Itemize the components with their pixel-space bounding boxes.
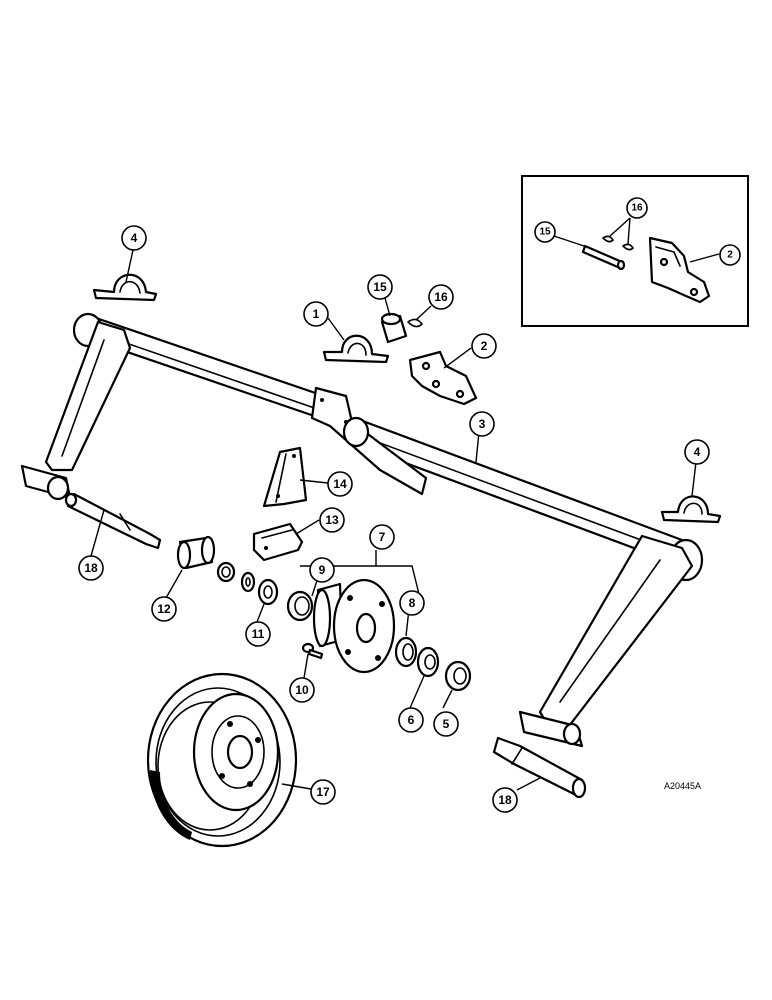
callout-13: 13 (319, 507, 345, 533)
callout-17: 17 (310, 779, 336, 805)
callout-8: 8 (399, 590, 425, 616)
svg-text:15: 15 (373, 280, 387, 294)
svg-text:8: 8 (409, 596, 416, 610)
hub-cap (176, 535, 216, 570)
svg-text:6: 6 (408, 713, 415, 727)
callout-5: 5 (433, 711, 459, 737)
angle-bracket (252, 522, 304, 562)
leader-lines (90, 217, 720, 791)
svg-text:18: 18 (498, 793, 512, 807)
callout-6: 6 (398, 707, 424, 733)
spindle-right (492, 736, 587, 799)
axle-tube (90, 316, 692, 568)
svg-text:17: 17 (316, 785, 330, 799)
callout-12: 12 (151, 596, 177, 622)
svg-text:11: 11 (252, 627, 265, 641)
svg-text:16: 16 (434, 290, 448, 304)
callout-4-right: 4 (684, 439, 710, 465)
svg-text:4: 4 (694, 445, 701, 459)
bearing-cone-inner (416, 646, 440, 678)
svg-text:3: 3 (479, 417, 486, 431)
grease-seal (444, 660, 472, 692)
callout-9: 9 (309, 557, 335, 583)
pin-main (380, 312, 408, 344)
saddle-clamp-right (660, 495, 722, 524)
wheel-hub (312, 578, 396, 674)
svg-text:2: 2 (481, 339, 488, 353)
callout-4-left: 4 (121, 225, 147, 251)
washer (240, 571, 256, 593)
svg-text:1: 1 (313, 307, 320, 321)
svg-text:18: 18 (84, 561, 98, 575)
cotter-pin-main (407, 318, 424, 328)
bearing-cone-outer (257, 578, 279, 606)
right-crank-arm (518, 534, 704, 748)
callout-18-left: 18 (78, 555, 104, 581)
inset-callout-16: 16 (626, 197, 648, 219)
callout-7: 7 (369, 524, 395, 550)
callout-2: 2 (471, 333, 497, 359)
callout-10: 10 (289, 677, 315, 703)
bearing-cup-outer (286, 590, 314, 622)
inset-bracket (648, 236, 711, 304)
callout-14: 14 (327, 471, 353, 497)
svg-text:2: 2 (727, 250, 733, 261)
svg-text:7: 7 (379, 530, 386, 544)
drawing-reference: A20445A (664, 781, 701, 791)
wheel-rim (146, 672, 298, 848)
svg-text:14: 14 (333, 477, 347, 491)
svg-text:4: 4 (131, 231, 138, 245)
inset-pin (581, 244, 626, 271)
inset-callout-2: 2 (719, 244, 741, 266)
inset-callout-15: 15 (534, 221, 556, 243)
svg-text:16: 16 (631, 203, 643, 214)
svg-text:15: 15 (539, 227, 551, 238)
callout-11: 11 (245, 621, 271, 647)
left-crank-arm (20, 312, 132, 501)
callout-18-right: 18 (492, 787, 518, 813)
svg-text:9: 9 (319, 563, 326, 577)
callout-1: 1 (303, 301, 329, 327)
svg-text:12: 12 (157, 602, 171, 616)
castle-nut (216, 561, 236, 583)
saddle-clamp-upper-left (92, 273, 158, 302)
bracket-main (408, 350, 478, 406)
callout-3: 3 (469, 411, 495, 437)
wheel-bolt (301, 642, 324, 660)
inset-cotter-pins (602, 235, 635, 251)
bearing-cup-inner (394, 636, 418, 668)
inset-detail (521, 175, 749, 327)
svg-text:10: 10 (295, 683, 309, 697)
callout-16: 16 (428, 284, 454, 310)
saddle-clamp-center (322, 334, 390, 364)
svg-text:13: 13 (325, 513, 339, 527)
link-plate (262, 446, 308, 508)
spindle-left (64, 492, 162, 550)
svg-text:5: 5 (443, 717, 450, 731)
callout-15: 15 (367, 274, 393, 300)
inset-frame (521, 175, 749, 327)
